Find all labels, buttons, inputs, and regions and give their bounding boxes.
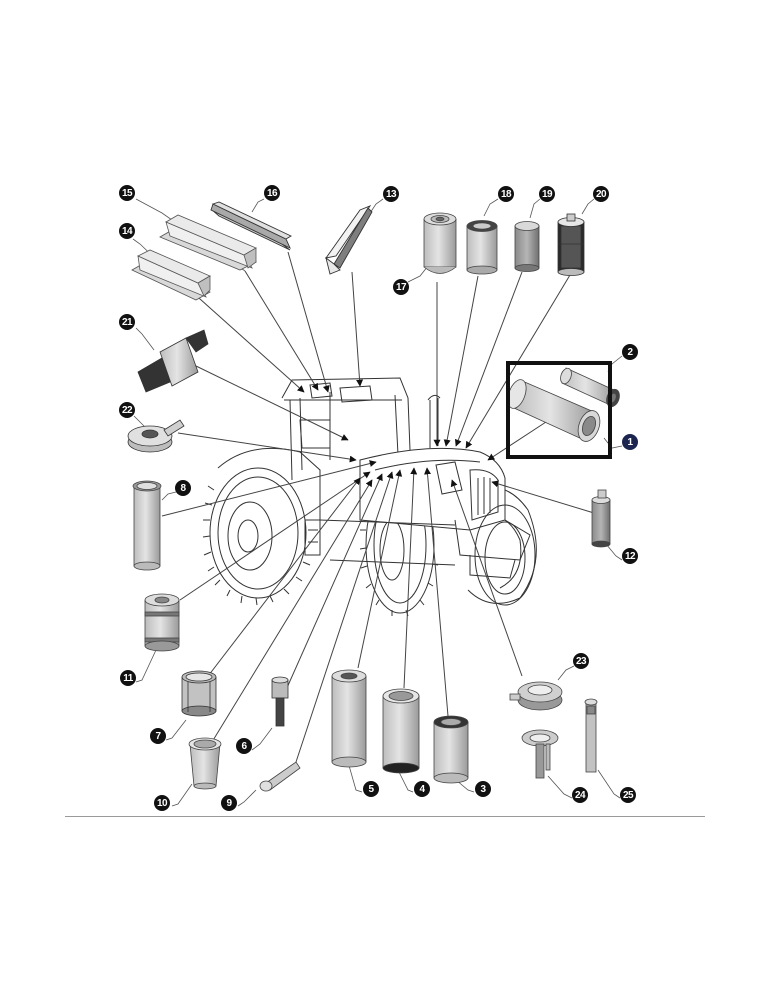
- callout-badge-2[interactable]: 2: [622, 344, 638, 360]
- callout-badge-21[interactable]: 21: [119, 314, 135, 330]
- bottom-divider: [65, 816, 705, 817]
- part-19-hydraulic-filter: [514, 221, 540, 272]
- part-13-cab-panel-filter: [324, 205, 373, 275]
- highlight-box-part-1: [506, 361, 612, 459]
- callout-badge-7[interactable]: 7: [150, 728, 166, 744]
- callout-badge-16[interactable]: 16: [264, 185, 280, 201]
- part-11-fuel-filter-element: [144, 593, 180, 652]
- part-16-recirculation-filter: [210, 201, 292, 251]
- part-25-dipstick-tube-filter: [584, 698, 598, 773]
- callout-badge-15[interactable]: 15: [119, 185, 135, 201]
- part-21-inline-fuel-filter: [137, 329, 209, 393]
- part-3-spin-on-filter: [433, 715, 469, 784]
- part-23-breather-housing: [509, 681, 563, 711]
- callout-badge-22[interactable]: 22: [119, 402, 135, 418]
- part-9-bolt-filter: [259, 761, 301, 792]
- part-18-engine-oil-filter: [466, 220, 498, 275]
- part-12-inline-cylinder-filter: [591, 489, 611, 548]
- callout-badge-4[interactable]: 4: [414, 781, 430, 797]
- callout-badge-20[interactable]: 20: [593, 186, 609, 202]
- callout-badge-25[interactable]: 25: [620, 787, 636, 803]
- part-22-water-separator-bowl: [127, 419, 185, 453]
- part-17-fuel-prefilter: [423, 212, 457, 274]
- part-14-cab-air-filter-small: [131, 249, 211, 301]
- part-15-cab-air-filter-large: [159, 214, 257, 271]
- part-10-cup-strainer: [188, 737, 222, 790]
- callout-badge-5[interactable]: 5: [363, 781, 379, 797]
- part-20-urea-filter: [557, 213, 585, 276]
- callout-badge-8[interactable]: 8: [175, 480, 191, 496]
- part-5-cartridge-filter-tall: [331, 669, 367, 768]
- part-24-pump-strainer: [521, 729, 559, 779]
- part-4-cartridge-filter-large: [382, 688, 420, 774]
- callout-badge-17[interactable]: 17: [393, 279, 409, 295]
- callout-badge-1[interactable]: 1: [622, 434, 638, 450]
- callout-badge-24[interactable]: 24: [572, 787, 588, 803]
- callout-badge-9[interactable]: 9: [221, 795, 237, 811]
- part-6-inline-strainer: [271, 676, 289, 727]
- callout-badge-13[interactable]: 13: [383, 186, 399, 202]
- part-7-mesh-strainer: [181, 670, 217, 717]
- part-8-tube-filter: [132, 480, 162, 571]
- callout-badge-12[interactable]: 12: [622, 548, 638, 564]
- callout-badge-18[interactable]: 18: [498, 186, 514, 202]
- callout-badge-3[interactable]: 3: [475, 781, 491, 797]
- callout-badge-6[interactable]: 6: [236, 738, 252, 754]
- callout-badge-23[interactable]: 23: [573, 653, 589, 669]
- callout-badge-11[interactable]: 11: [120, 670, 136, 686]
- part-1-air-filter-primary: [507, 379, 601, 442]
- callout-badge-14[interactable]: 14: [119, 223, 135, 239]
- callout-badge-10[interactable]: 10: [154, 795, 170, 811]
- tractor-outline: [202, 377, 537, 617]
- callout-badge-19[interactable]: 19: [539, 186, 555, 202]
